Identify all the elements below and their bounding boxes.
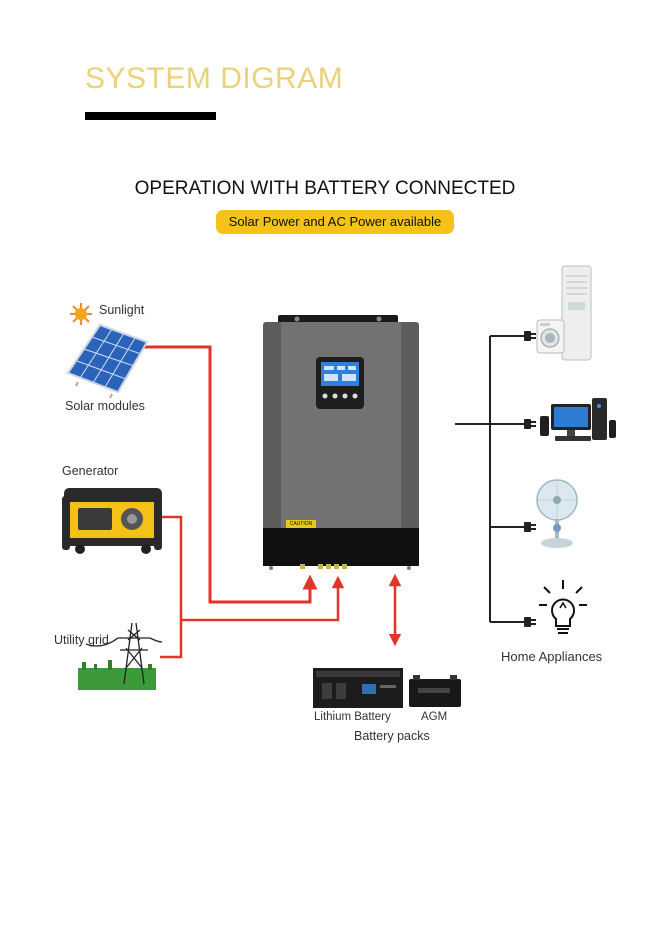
electric-fan-icon	[536, 479, 578, 548]
solar-panel-icon	[66, 323, 149, 399]
load-distribution-line	[455, 335, 527, 623]
utility-grid-label: Utility grid	[54, 633, 109, 647]
agm-battery-icon	[409, 675, 461, 707]
lithium-battery-icon	[313, 668, 403, 708]
generator-flow-line	[160, 515, 345, 659]
agm-label: AGM	[421, 711, 448, 723]
light-bulb-icon	[539, 580, 587, 634]
sunlight-label: Sunlight	[99, 303, 145, 317]
page-title: SYSTEM DIGRAM	[85, 62, 344, 95]
title-underline	[85, 112, 216, 120]
air-conditioner-icon	[561, 265, 592, 361]
diagram-subtitle: OPERATION WITH BATTERY CONNECTED	[134, 178, 516, 199]
sun-icon	[70, 303, 92, 325]
inverter-caution-label: CAUTION	[289, 521, 313, 527]
lithium-battery-label: Lithium Battery	[314, 711, 391, 723]
generator-icon	[62, 488, 162, 554]
hybrid-inverter	[263, 315, 419, 570]
washing-machine-icon	[536, 319, 565, 354]
load-plugs	[524, 331, 536, 627]
solar-modules-label: Solar modules	[65, 399, 145, 413]
solar-flow-line	[140, 345, 318, 604]
home-appliances-label: Home Appliances	[501, 649, 603, 664]
desktop-computer-icon	[540, 398, 616, 441]
status-badge: Solar Power and AC Power available	[216, 210, 454, 234]
generator-label: Generator	[62, 464, 119, 478]
utility-pylon-icon	[78, 622, 163, 690]
battery-packs-label: Battery packs	[354, 729, 430, 743]
